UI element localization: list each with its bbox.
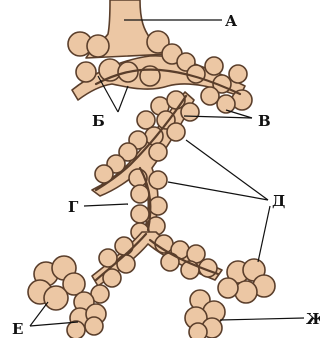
label-b: Б: [92, 112, 105, 130]
label-a: А: [225, 12, 238, 30]
leader-b2: [118, 86, 128, 112]
middle-bronchiole: [92, 91, 199, 241]
leader-zh: [220, 318, 304, 320]
label-v: В: [258, 112, 271, 130]
label-g: Г: [68, 198, 79, 216]
label-e: Е: [12, 320, 23, 338]
leader-e1: [30, 302, 48, 326]
leader-d1: [186, 140, 268, 200]
label-d: Д: [272, 192, 285, 210]
leader-g: [84, 204, 128, 206]
leader-d3: [258, 206, 270, 262]
leader-d2: [168, 182, 268, 200]
label-zh: Ж: [306, 310, 320, 328]
